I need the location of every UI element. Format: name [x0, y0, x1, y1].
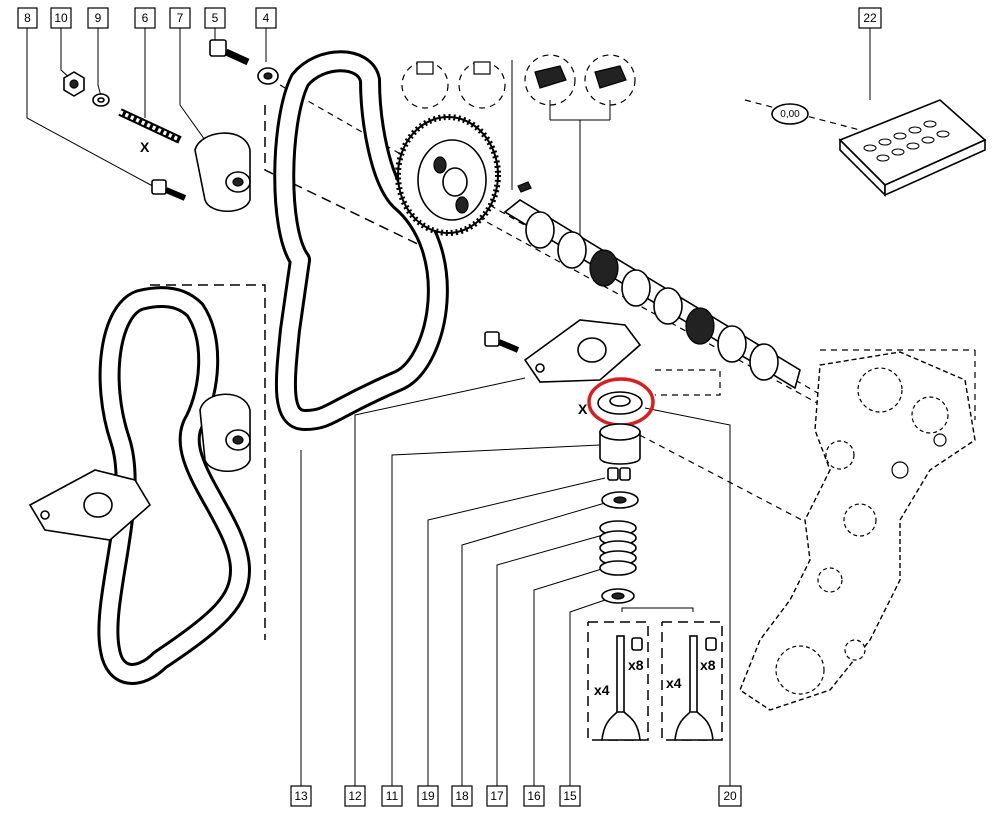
svg-text:11: 11 — [386, 789, 399, 803]
shim-20 — [597, 391, 643, 415]
callout-19: 19 — [417, 785, 439, 807]
spring-seat-16 — [601, 588, 635, 604]
callout-12: 12 — [344, 785, 366, 807]
collets-19 — [607, 467, 631, 481]
svg-text:5: 5 — [212, 11, 219, 25]
svg-text:18: 18 — [455, 789, 469, 803]
callout-7: 7 — [169, 7, 191, 29]
collet-qty-right: x8 — [700, 657, 716, 673]
engine-block — [739, 351, 976, 711]
callout-6: 6 — [134, 7, 156, 29]
collet-icons — [631, 637, 717, 651]
camshaft-pulley — [395, 114, 501, 236]
x-mark-bucket: X — [578, 401, 588, 417]
svg-text:4: 4 — [263, 11, 270, 25]
bucket-tappet — [599, 423, 641, 465]
timing-belt-main — [273, 50, 449, 431]
shim-thickness-label: 0,00 — [780, 109, 800, 120]
nut-10 — [63, 71, 85, 97]
svg-text:17: 17 — [490, 789, 504, 803]
timing-belt-secondary — [97, 286, 251, 685]
svg-text:22: 22 — [863, 11, 877, 25]
callout-15: 15 — [559, 785, 581, 807]
valve-qty-right: x4 — [666, 675, 682, 691]
callout-10: 10 — [50, 7, 72, 29]
callout-17: 17 — [486, 785, 508, 807]
key-slot-details — [401, 61, 506, 109]
shim-box — [838, 99, 987, 197]
bolt-8 — [151, 179, 187, 201]
svg-text:9: 9 — [95, 11, 102, 25]
camshaft — [503, 199, 801, 390]
bolt-12 — [484, 331, 520, 353]
camshaft-keys — [517, 54, 636, 193]
svg-text:15: 15 — [563, 789, 577, 803]
stud-6 — [118, 108, 182, 144]
callout-4: 4 — [255, 7, 277, 29]
idler-roller-left — [199, 393, 251, 472]
callout-11: 11 — [381, 785, 403, 807]
washer-4 — [257, 67, 279, 85]
callout-8: 8 — [17, 7, 38, 29]
valve-intake — [601, 635, 641, 741]
x-mark-top: X — [140, 139, 150, 155]
shim-sample: 0,00 — [771, 103, 809, 125]
svg-text:13: 13 — [294, 789, 308, 803]
svg-text:16: 16 — [527, 789, 541, 803]
callout-5: 5 — [204, 7, 226, 29]
callout-9: 9 — [87, 7, 109, 29]
tensioner-7 — [194, 132, 251, 212]
svg-text:8: 8 — [24, 11, 31, 25]
svg-text:12: 12 — [348, 789, 362, 803]
svg-text:7: 7 — [177, 11, 184, 25]
collet-qty-left: x8 — [628, 657, 644, 673]
bolt-5 — [209, 39, 250, 66]
svg-text:19: 19 — [421, 789, 435, 803]
svg-text:20: 20 — [723, 789, 737, 803]
leader-lines — [26, 28, 871, 786]
callout-18: 18 — [451, 785, 473, 807]
svg-text:6: 6 — [142, 11, 149, 25]
tensioner-plate-left — [28, 469, 152, 541]
tensioner-plate-11 — [523, 319, 642, 383]
callout-16: 16 — [523, 785, 545, 807]
callout-22: 22 — [858, 7, 882, 29]
spring-cap-18 — [601, 491, 639, 509]
callout-20: 20 — [718, 785, 742, 807]
valve-spring-17 — [599, 520, 637, 576]
washer-9 — [92, 93, 110, 107]
callout-13: 13 — [290, 785, 312, 807]
valve-exhaust — [674, 635, 714, 741]
valve-qty-left: x4 — [594, 682, 610, 698]
svg-text:10: 10 — [54, 11, 68, 25]
